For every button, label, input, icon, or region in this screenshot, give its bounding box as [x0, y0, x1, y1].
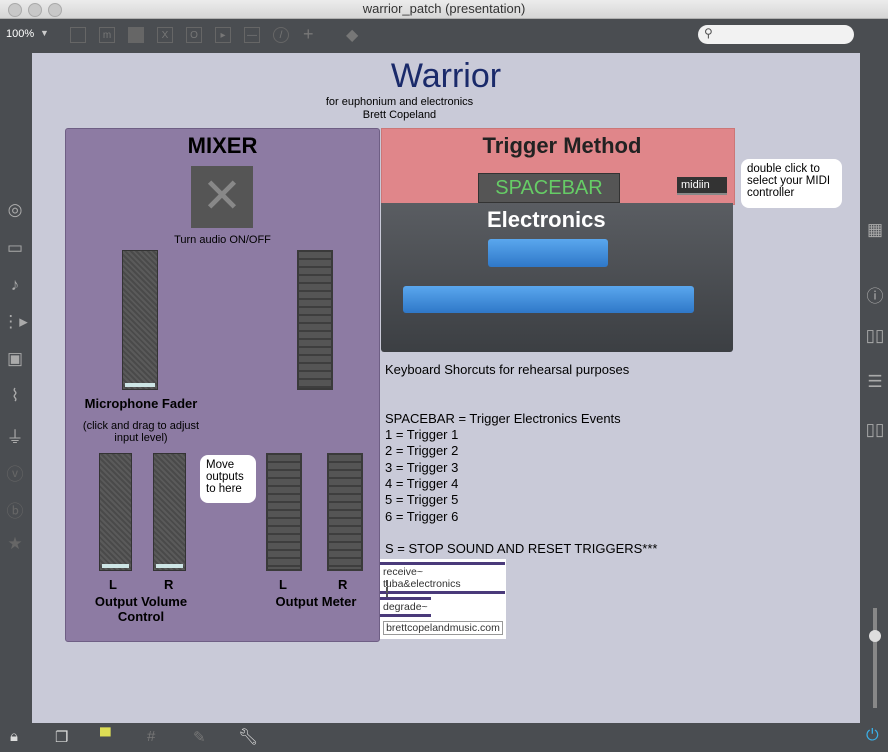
trigger-method-menu[interactable]: SPACEBAR [478, 173, 620, 203]
electronics-title: Electronics [487, 207, 606, 232]
grid-icon[interactable]: ▦ [866, 220, 884, 239]
stop-shortcut: S = STOP SOUND AND RESET TRIGGERS*** [385, 541, 658, 556]
mixer-title: MIXER [187, 133, 258, 158]
image-icon[interactable]: ▣ [6, 349, 24, 368]
meter-left-label: L [279, 577, 287, 592]
volume-right-label: R [164, 577, 174, 592]
bottom-toolbar: 🔒︎ ❐ ▀ # ✎ 🔧︎ ⏻ [0, 723, 888, 752]
move-outputs-bubble: Move outputs to here [200, 455, 256, 503]
lock-icon[interactable]: 🔒︎ [10, 728, 18, 745]
mic-fader-hint: (click and drag to adjust input level) [82, 420, 200, 444]
window-title: warrior_patch (presentation) [362, 1, 526, 16]
presentation-icon[interactable]: ▀ [100, 728, 111, 745]
add-icon[interactable]: + [303, 24, 314, 44]
page-title: Warrior [390, 57, 502, 95]
output-meter-label: Output Meter [275, 594, 357, 609]
meter-right-label: R [338, 577, 348, 592]
shortcut-line: 4 = Trigger 4 [385, 476, 459, 491]
electronics-button[interactable] [488, 239, 608, 267]
microphone-fader[interactable] [122, 250, 158, 390]
volume-slider[interactable] [869, 608, 881, 708]
info-icon[interactable]: ⓘ [866, 287, 884, 306]
volume-left-label: L [109, 577, 117, 592]
v-icon[interactable]: ⓥ [6, 465, 24, 484]
close-button[interactable] [8, 3, 22, 17]
input-meter [297, 250, 333, 390]
electronics-panel: Electronics [381, 203, 733, 352]
zoom-level[interactable]: 100% [6, 28, 35, 40]
output-volume-label: Output Volume Control [94, 594, 188, 624]
mic-fader-label: Microphone Fader [84, 396, 198, 411]
minimize-button[interactable] [28, 3, 42, 17]
website-link[interactable]: brettcopelandmusic.com [383, 621, 503, 635]
output-meter-left [266, 453, 302, 571]
message-icon[interactable]: m [99, 27, 115, 43]
paint-bucket-icon[interactable]: ◆ [346, 27, 359, 44]
shortcut-line: 3 = Trigger 3 [385, 460, 459, 475]
b-icon[interactable]: ⓑ [6, 502, 24, 521]
plug-icon[interactable]: ⏚ [6, 428, 24, 447]
star-icon[interactable]: ★ [7, 534, 23, 553]
power-icon[interactable]: ⏻ [866, 727, 879, 744]
grid-toggle-icon[interactable]: # [147, 728, 156, 745]
audio-toggle-label: Turn audio ON/OFF [174, 234, 271, 246]
paperclip-icon[interactable]: ⌇ [10, 386, 20, 405]
audio-toggle[interactable]: ✕ [191, 166, 253, 228]
wrench-icon[interactable]: 🔧︎ [238, 729, 259, 746]
browser-icon[interactable]: ▭ [6, 238, 24, 257]
title-bar: warrior_patch (presentation) [0, 0, 888, 19]
receive-object[interactable]: receive~ tuba&electronics [380, 562, 505, 594]
music-icon[interactable]: ♪ [10, 275, 20, 294]
media-icon[interactable]: ⋮▸ [2, 312, 28, 331]
shortcut-line: 1 = Trigger 1 [385, 427, 459, 442]
shortcut-line: 6 = Trigger 6 [385, 509, 459, 524]
search-icon: ⚲ [704, 26, 713, 40]
slider-icon[interactable]: — [244, 27, 260, 43]
zoom-dropdown-icon[interactable]: ▼ [40, 28, 49, 38]
output-meter-right [327, 453, 363, 571]
electronics-progress [403, 286, 694, 313]
trigger-title: Trigger Method [482, 133, 642, 158]
button-icon[interactable]: O [186, 27, 202, 43]
new-object-icon[interactable]: ✎ [193, 729, 206, 746]
author: Brett Copeland [362, 109, 437, 121]
dial-icon[interactable]: / [273, 27, 289, 43]
shortcuts-heading: Keyboard Shorcuts for rehearsal purposes [385, 362, 630, 377]
play-icon[interactable]: ▸ [215, 27, 231, 43]
subtitle: for euphonium and electronics [325, 96, 474, 108]
windows-icon[interactable]: ❐ [55, 729, 69, 746]
toolbar: 100% ▼ m X O ▸ — / + ◆ ⚲ [0, 19, 888, 53]
degrade-object[interactable]: degrade~ [380, 597, 431, 617]
output-volume-right[interactable] [153, 453, 186, 571]
toggle-icon[interactable]: X [157, 27, 173, 43]
object-icon[interactable] [70, 27, 86, 43]
comment-icon[interactable] [128, 27, 144, 43]
midiin-object[interactable]: midiin [677, 177, 727, 195]
zoom-button[interactable] [48, 3, 62, 17]
reference-icon[interactable]: ▯▯ [865, 420, 885, 439]
inspector-icon[interactable]: ◎ [7, 200, 23, 219]
output-volume-left[interactable] [99, 453, 132, 571]
shortcut-line: SPACEBAR = Trigger Electronics Events [385, 411, 621, 426]
midi-bubble: double click to select your MIDI control… [741, 159, 842, 208]
list-icon[interactable]: ☰ [867, 372, 883, 391]
patch-objects: receive~ tuba&electronics degrade~ brett… [380, 559, 506, 639]
mixer-panel: MIXER ✕ Turn audio ON/OFF Microphone Fad… [65, 128, 380, 642]
patch-cord [386, 580, 390, 600]
search-input[interactable]: ⚲ [698, 25, 854, 44]
trigger-method-panel: Trigger Method SPACEBAR midiin [381, 128, 735, 205]
book-icon[interactable]: ▯▯ [865, 326, 885, 345]
shortcut-line: 2 = Trigger 2 [385, 443, 459, 458]
shortcut-line: 5 = Trigger 5 [385, 492, 459, 507]
